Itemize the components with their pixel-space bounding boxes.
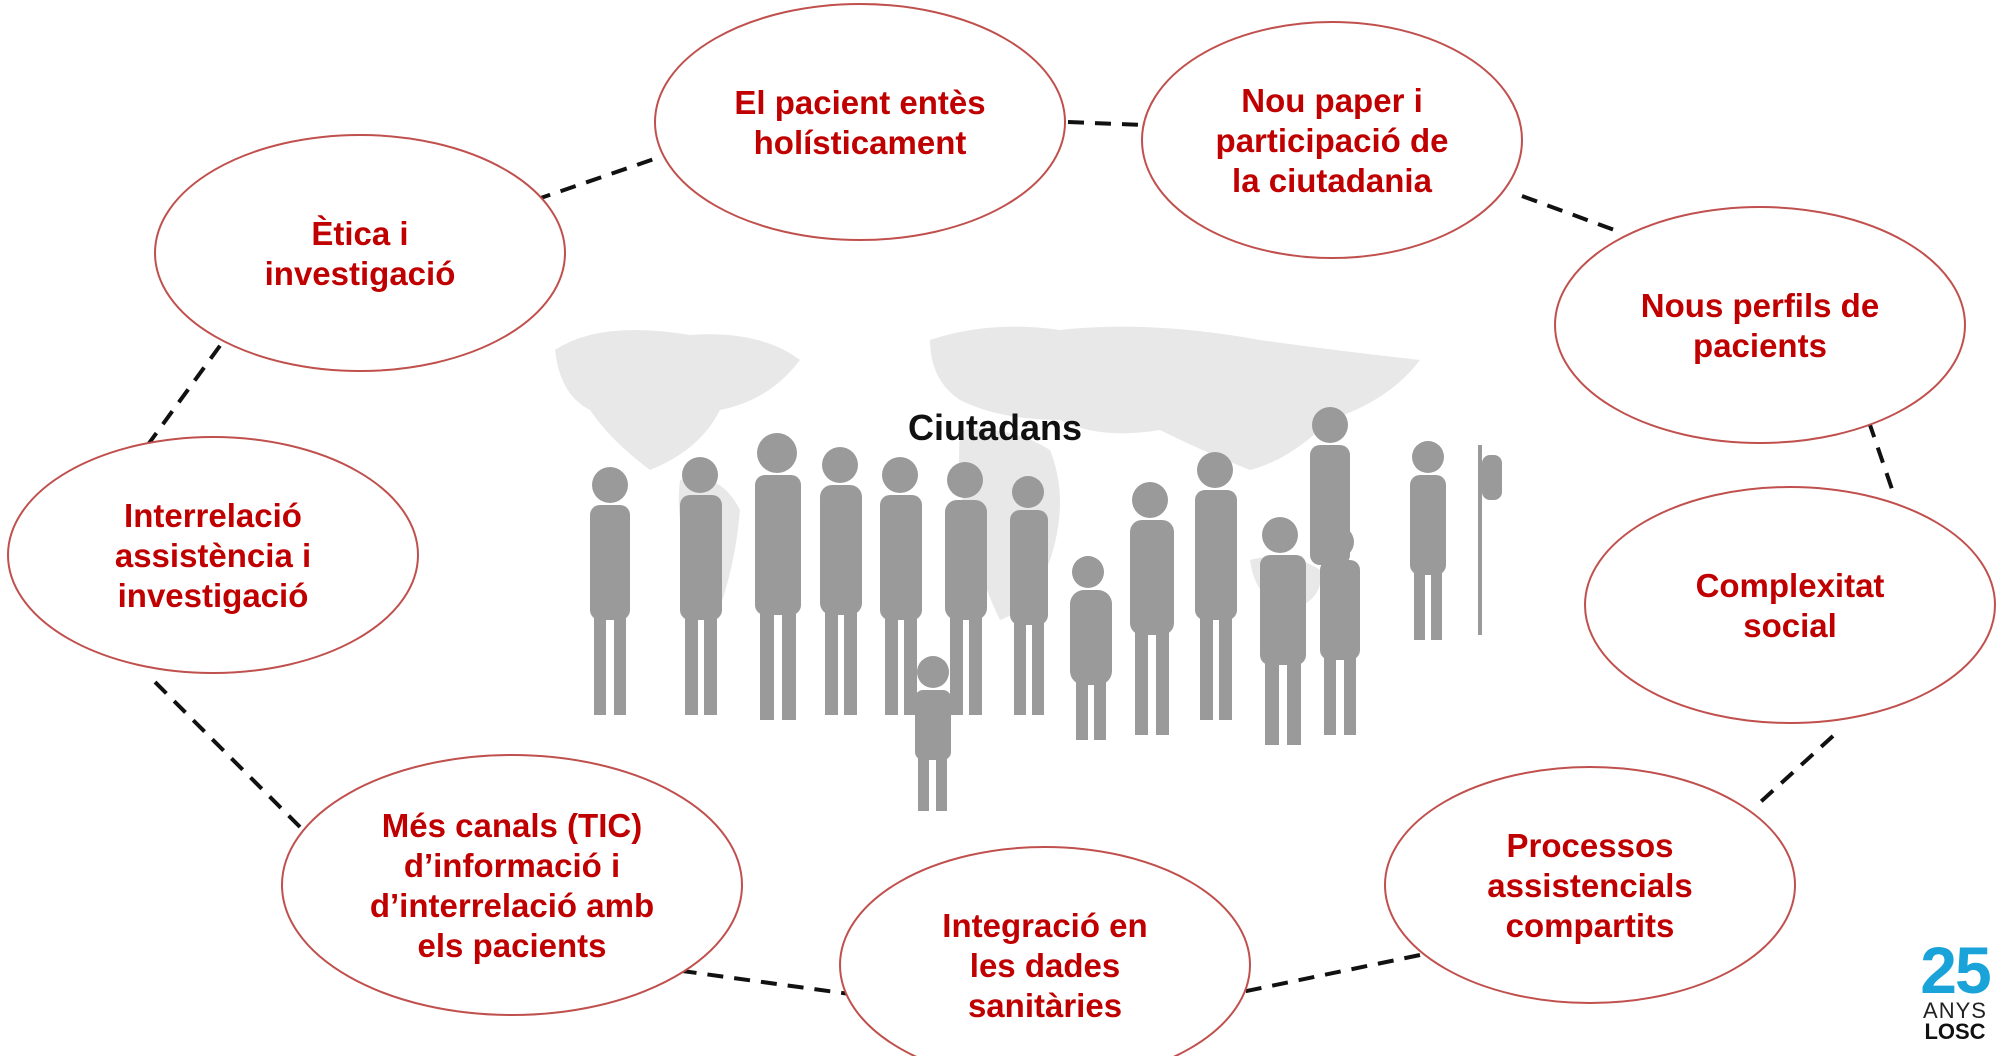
node-integration-ellipse <box>839 846 1251 1056</box>
node-interrelation-line-2: investigació <box>118 577 309 614</box>
node-profiles-ellipse <box>1554 206 1966 444</box>
node-processes-ellipse <box>1384 766 1796 1004</box>
node-channels-ellipse <box>281 754 743 1016</box>
connectors <box>145 120 1895 997</box>
node-participation-line-2: la ciutadania <box>1232 162 1433 199</box>
logo-line-anys: ANYS <box>1923 998 1987 1023</box>
connector-profiles-social <box>1867 421 1895 493</box>
node-social-ellipse <box>1584 486 1996 724</box>
node-holistic-ellipse <box>654 3 1066 241</box>
node-interrelation-ellipse <box>7 436 419 674</box>
node-processes-line-0: Processos <box>1507 827 1674 864</box>
citizens-silhouettes <box>590 407 1502 811</box>
node-channels-line-1: d’informació i <box>404 847 620 884</box>
node-integration-line-0: Integració en <box>942 907 1147 944</box>
node-interrelation-line-0: Interrelació <box>124 497 302 534</box>
connector-integration-channels <box>674 968 858 997</box>
node-participation-ellipse <box>1141 21 1523 259</box>
node-processes-line-1: assistencials <box>1487 867 1692 904</box>
node-profiles-line-0: Nous perfils de <box>1641 287 1879 324</box>
node-participation-line-1: participació de <box>1216 122 1449 159</box>
logo-line-losc: LOSC <box>1924 1019 1986 1044</box>
node-channels-line-2: d’interrelació amb <box>370 887 654 924</box>
connector-holistic-participation <box>1067 120 1145 127</box>
node-interrelation-line-1: assistència i <box>115 537 311 574</box>
connector-channels-interrelation <box>153 680 302 829</box>
logo-number: 25 <box>1920 933 1991 1007</box>
node-social-line-1: social <box>1743 607 1837 644</box>
node-holistic-line-0: El pacient entès <box>734 84 985 121</box>
connector-ethics-holistic <box>534 155 661 202</box>
node-social-line-0: Complexitat <box>1696 567 1885 604</box>
node-ethics-ellipse <box>154 134 566 372</box>
connector-participation-profiles <box>1521 194 1618 233</box>
anniversary-logo: 25 ANYS LOSC <box>1910 933 2000 1044</box>
node-ethics-line-1: investigació <box>265 255 456 292</box>
node-ethics-line-0: Ètica i <box>311 215 408 252</box>
node-processes-line-2: compartits <box>1506 907 1675 944</box>
connector-social-processes <box>1753 734 1835 809</box>
node-participation-line-0: Nou paper i <box>1241 82 1423 119</box>
node-profiles-line-1: pacients <box>1693 327 1827 364</box>
node-channels-line-3: els pacients <box>418 927 607 964</box>
node-holistic-line-1: holísticament <box>754 124 967 161</box>
connector-processes-integration <box>1236 953 1421 995</box>
center-label: Ciutadans <box>908 407 1082 448</box>
node-integration-line-2: sanitàries <box>968 987 1122 1024</box>
node-channels: Més canals (TIC)d’informació id’interrel… <box>281 754 743 1016</box>
node-integration-line-1: les dades <box>970 947 1120 984</box>
node-channels-line-0: Més canals (TIC) <box>382 807 642 844</box>
connector-interrelation-ethics <box>145 341 224 448</box>
